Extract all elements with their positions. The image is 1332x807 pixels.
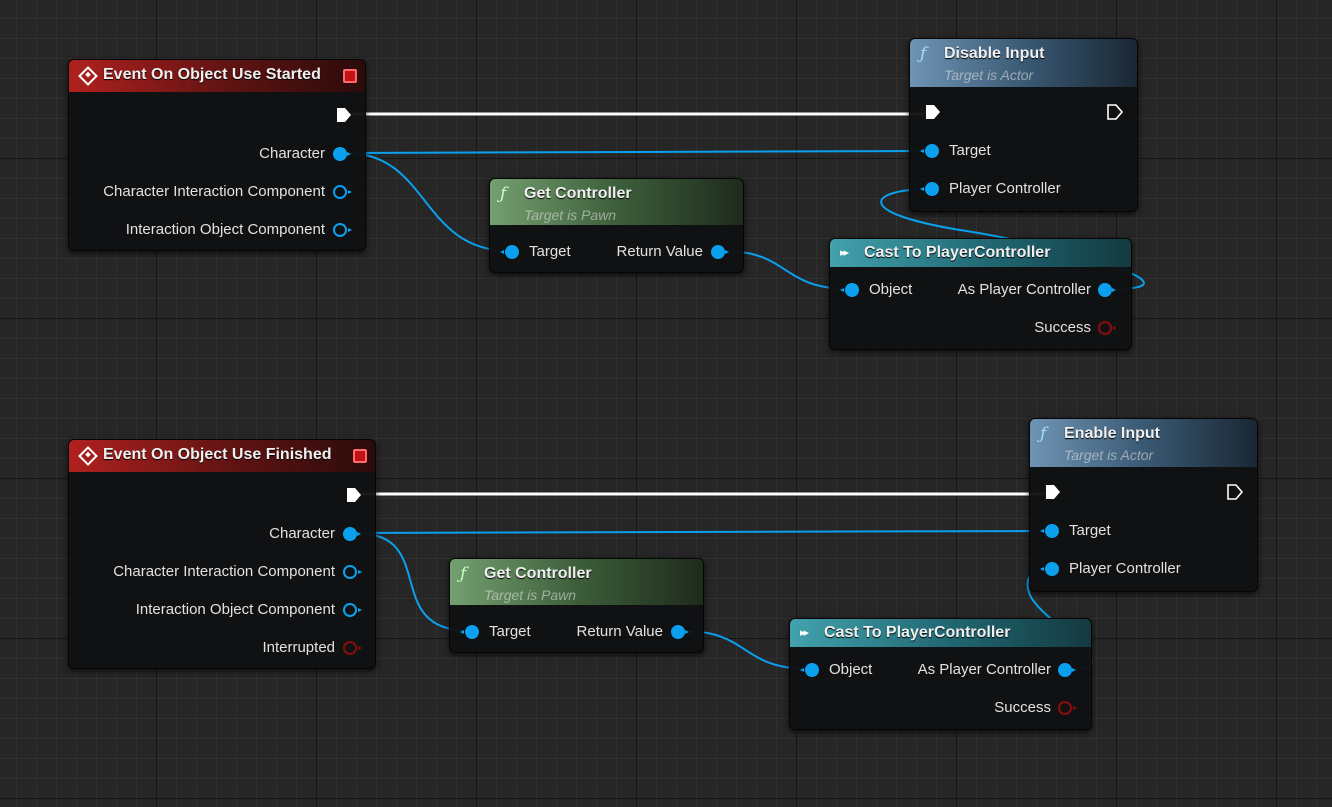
pin-label-as-player-controller: As Player Controller [917, 661, 1051, 678]
interaction-object-component-pin[interactable] [333, 223, 352, 237]
character-interaction-component-pin[interactable] [343, 565, 362, 579]
cast-to-playercontroller-node[interactable]: ▸▸ Cast To PlayerController Object As Pl… [829, 238, 1132, 350]
event-diamond-icon [78, 446, 98, 466]
node-header[interactable]: ▸▸ Cast To PlayerController [790, 619, 1091, 647]
target-pin[interactable] [460, 625, 479, 639]
pin-label-character: Character [259, 145, 325, 162]
node-header[interactable]: ƒ Get Controller Target is Pawn [490, 179, 743, 225]
interaction-object-component-pin[interactable] [343, 603, 362, 617]
exec-in-pin[interactable] [924, 104, 942, 120]
pin-label-return-value: Return Value [576, 623, 663, 640]
pin-label-target: Target [489, 623, 531, 640]
node-subtitle: Target is Pawn [484, 587, 577, 603]
target-pin[interactable] [920, 144, 939, 158]
get-controller-node[interactable]: ƒ Get Controller Target is Pawn Target R… [489, 178, 744, 273]
node-header[interactable]: ƒ Get Controller Target is Pawn [450, 559, 703, 605]
character-pin[interactable] [343, 527, 361, 541]
character-to-getcontroller-wire[interactable] [345, 152, 511, 252]
node-title: Get Controller [484, 565, 592, 582]
return-value-pin[interactable] [671, 625, 689, 639]
node-subtitle: Target is Actor [1064, 447, 1154, 463]
character-pin[interactable] [333, 147, 351, 161]
pin-label-interrupted: Interrupted [262, 639, 335, 656]
node-title: Event On Object Use Started [103, 66, 321, 83]
player-controller-pin[interactable] [920, 182, 939, 196]
enable-input-node[interactable]: ƒ Enable Input Target is Actor Target Pl… [1029, 418, 1258, 592]
pin-label-interaction-object-component: Interaction Object Component [135, 601, 335, 618]
pin-label-target: Target [529, 243, 571, 260]
pin-label-player-controller: Player Controller [949, 180, 1061, 197]
return-value-pin[interactable] [711, 245, 729, 259]
pin-label-character: Character [269, 525, 335, 542]
function-icon: ƒ [500, 184, 507, 204]
pin-label-success: Success [994, 699, 1051, 716]
node-header[interactable]: Event On Object Use Started [69, 60, 365, 92]
function-icon: ƒ [460, 564, 467, 584]
pin-label-target: Target [1069, 522, 1111, 539]
pin-label-object: Object [829, 661, 873, 678]
pin-label-character-interaction-component: Character Interaction Component [113, 563, 335, 580]
object-pin[interactable] [800, 663, 819, 677]
object-pin[interactable] [840, 283, 859, 297]
node-title: Event On Object Use Finished [103, 446, 332, 463]
exec-out-pin[interactable] [1106, 104, 1124, 120]
pin-label-as-player-controller: As Player Controller [957, 281, 1091, 298]
player-controller-pin[interactable] [1040, 562, 1059, 576]
character-to-target-wire[interactable] [345, 150, 931, 154]
function-icon: ƒ [920, 44, 927, 64]
as-player-controller-pin[interactable] [1098, 283, 1116, 297]
get-controller-node-2[interactable]: ƒ Get Controller Target is Pawn Target R… [449, 558, 704, 653]
delegate-pin-icon[interactable] [343, 69, 357, 83]
as-player-controller-pin[interactable] [1058, 663, 1076, 677]
event-on-object-use-started-node[interactable]: Event On Object Use Started Character Ch… [68, 59, 366, 251]
pin-label-success: Success [1034, 319, 1091, 336]
node-subtitle: Target is Pawn [524, 207, 617, 223]
interrupted-pin[interactable] [343, 641, 362, 655]
function-icon: ƒ [1040, 424, 1047, 444]
exec-in-pin[interactable] [1044, 484, 1062, 500]
exec-out-pin[interactable] [345, 487, 363, 503]
node-header[interactable]: ▸▸ Cast To PlayerController [830, 239, 1131, 267]
target-pin[interactable] [1040, 524, 1059, 538]
disable-input-node[interactable]: ƒ Disable Input Target is Actor Target P… [909, 38, 1138, 212]
character-interaction-component-pin[interactable] [333, 185, 352, 199]
pin-label-interaction-object-component: Interaction Object Component [125, 221, 325, 238]
pin-label-object: Object [869, 281, 913, 298]
node-title: Disable Input [944, 45, 1045, 62]
node-title: Cast To PlayerController [824, 624, 1011, 641]
success-pin[interactable] [1098, 321, 1117, 335]
delegate-pin-icon[interactable] [353, 449, 367, 463]
exec-out-pin[interactable] [335, 107, 353, 123]
event-diamond-icon [78, 66, 98, 86]
pin-label-return-value: Return Value [616, 243, 703, 260]
character-to-target-wire-2[interactable] [355, 530, 1051, 534]
pin-label-target: Target [949, 142, 991, 159]
cast-icon: ▸▸ [840, 247, 849, 259]
node-header[interactable]: ƒ Enable Input Target is Actor [1030, 419, 1257, 467]
success-pin[interactable] [1058, 701, 1077, 715]
node-title: Cast To PlayerController [864, 244, 1051, 261]
pin-label-player-controller: Player Controller [1069, 560, 1181, 577]
node-header[interactable]: Event On Object Use Finished [69, 440, 375, 472]
target-pin[interactable] [500, 245, 519, 259]
cast-icon: ▸▸ [800, 627, 809, 639]
event-on-object-use-finished-node[interactable]: Event On Object Use Finished Character C… [68, 439, 376, 669]
pin-label-character-interaction-component: Character Interaction Component [103, 183, 325, 200]
node-header[interactable]: ƒ Disable Input Target is Actor [910, 39, 1137, 87]
node-title: Enable Input [1064, 425, 1160, 442]
exec-out-pin[interactable] [1226, 484, 1244, 500]
node-title: Get Controller [524, 185, 632, 202]
cast-to-playercontroller-node-2[interactable]: ▸▸ Cast To PlayerController Object As Pl… [789, 618, 1092, 730]
node-subtitle: Target is Actor [944, 67, 1034, 83]
